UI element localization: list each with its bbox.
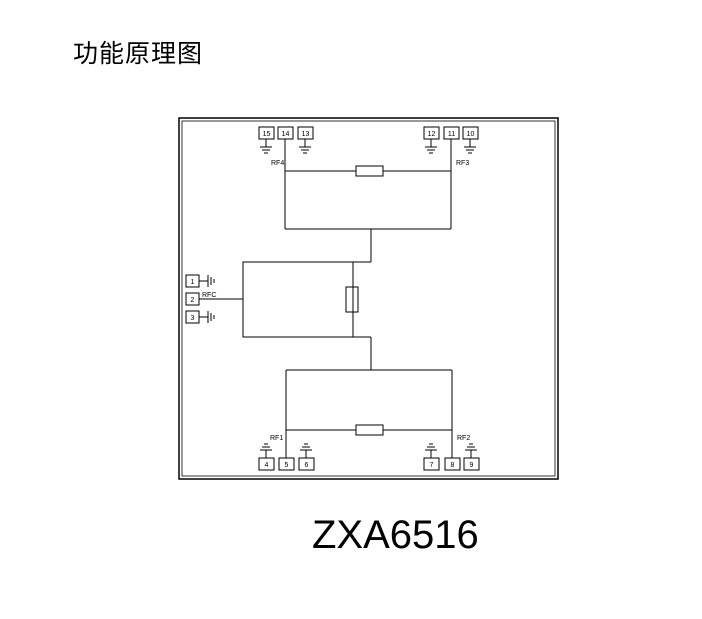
svg-text:14: 14 [282,131,290,138]
svg-text:13: 13 [302,131,310,138]
resistor-top [355,165,384,177]
pin-3: 3 [185,310,215,324]
page-title: 功能原理图 [73,39,204,68]
rfc-label: RFC [202,292,216,299]
resistor-bottom [355,424,384,436]
pin-8: 8 [444,457,461,471]
package-outline-inner [181,120,556,477]
pin-15: 15 [258,126,275,154]
pin-2: 2 [185,292,243,306]
pin-7: 7 [423,443,440,471]
rf1-label: RF1 [270,435,283,442]
svg-text:9: 9 [470,462,474,469]
pin-9: 9 [463,443,480,471]
svg-text:3: 3 [191,315,195,322]
svg-text:1: 1 [191,279,195,286]
svg-text:12: 12 [428,131,436,138]
svg-text:2: 2 [191,297,195,304]
pin-11: 11 [443,126,460,140]
pin-1: 1 [185,274,215,288]
pin-10: 10 [462,126,479,154]
svg-text:11: 11 [448,131,455,138]
pin-13: 13 [297,126,314,154]
rf4-label: RF4 [271,160,284,167]
rf2-label: RF2 [457,435,470,442]
svg-text:8: 8 [451,462,455,469]
pin-6: 6 [298,443,315,471]
pin-5: 5 [278,457,295,471]
svg-text:10: 10 [467,131,475,138]
svg-text:15: 15 [263,131,271,138]
package-outline-outer [178,117,559,480]
rf3-label: RF3 [456,160,469,167]
resistor-center [345,286,359,313]
pin-12: 12 [423,126,440,154]
part-number: ZXA6516 [312,513,479,557]
pin-14: 14 [277,126,294,140]
svg-text:7: 7 [430,462,434,469]
svg-text:6: 6 [305,462,309,469]
svg-text:5: 5 [285,462,289,469]
center-divider-box [242,261,354,338]
pin-4: 4 [258,443,275,471]
svg-text:4: 4 [265,462,269,469]
